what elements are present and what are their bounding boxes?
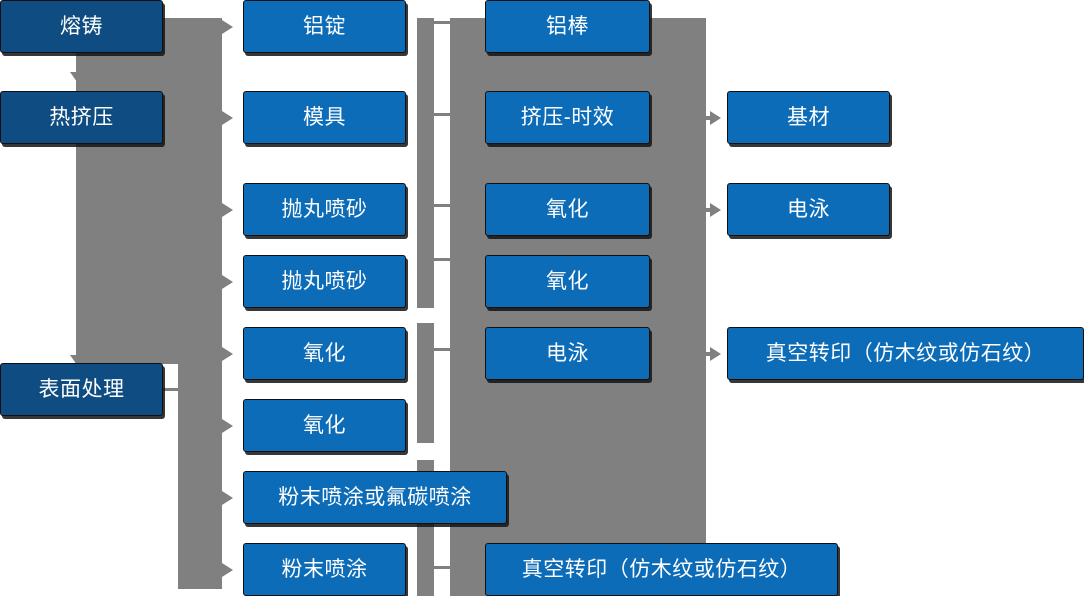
col3-electrophoresis-label: 电泳 bbox=[546, 342, 589, 365]
col2-aluminum-ingot-label: 铝锭 bbox=[303, 15, 346, 38]
col2-shot-blasting-1[interactable]: 抛丸喷砂 bbox=[243, 183, 406, 236]
connector-stub-surface-treatment bbox=[160, 388, 190, 391]
connector-bar-middle-inner bbox=[417, 18, 434, 308]
col2-oxidation-1-label: 氧化 bbox=[303, 342, 346, 365]
col3-aluminum-bar[interactable]: 铝棒 bbox=[485, 0, 650, 53]
col2-shot-blasting-2-label: 抛丸喷砂 bbox=[281, 270, 368, 293]
col3-oxidation-1-label: 氧化 bbox=[546, 198, 589, 221]
stage-hot-extrusion[interactable]: 热挤压 bbox=[0, 91, 163, 144]
col3-vacuum-transfer[interactable]: 真空转印（仿木纹或仿石纹） bbox=[485, 543, 838, 596]
arrow-right-icon-to-oxidation-2 bbox=[222, 419, 233, 433]
col3-extrusion-aging[interactable]: 挤压-时效 bbox=[485, 91, 650, 144]
col3-electrophoresis[interactable]: 电泳 bbox=[485, 327, 650, 380]
col3-oxidation-2[interactable]: 氧化 bbox=[485, 255, 650, 308]
col2-oxidation-1[interactable]: 氧化 bbox=[243, 327, 406, 380]
arrow-down-icon-melt-to-extrusion bbox=[70, 72, 84, 82]
col3-extrusion-aging-label: 挤压-时效 bbox=[520, 106, 615, 129]
col3-aluminum-bar-label: 铝棒 bbox=[546, 15, 589, 38]
connector-stub-row-2 bbox=[432, 113, 456, 116]
stage-surface-treatment[interactable]: 表面处理 bbox=[0, 363, 163, 416]
col4-electrophoresis[interactable]: 电泳 bbox=[727, 183, 890, 236]
col2-powder-or-pvdf-label: 粉末喷涂或氟碳喷涂 bbox=[278, 486, 472, 509]
arrow-right-icon-to-oxidation-1 bbox=[222, 347, 233, 361]
col4-vacuum-transfer-label: 真空转印（仿木纹或仿石纹） bbox=[765, 342, 1046, 365]
arrow-right-icon-to-base-material bbox=[710, 111, 721, 125]
col2-powder-coating-label: 粉末喷涂 bbox=[281, 558, 368, 581]
connector-band-left-wide bbox=[76, 18, 178, 364]
arrow-tail-to-base-material bbox=[703, 116, 712, 120]
col3-vacuum-transfer-label: 真空转印（仿木纹或仿石纹） bbox=[521, 558, 802, 581]
col2-powder-coating[interactable]: 粉末喷涂 bbox=[243, 543, 406, 596]
col2-mold-label: 模具 bbox=[303, 106, 346, 129]
connector-stub-row-1 bbox=[432, 21, 456, 24]
col2-shot-blasting-2[interactable]: 抛丸喷砂 bbox=[243, 255, 406, 308]
col2-oxidation-2[interactable]: 氧化 bbox=[243, 399, 406, 452]
arrow-tail-to-electrophoresis-out bbox=[703, 208, 712, 212]
col3-oxidation-2-label: 氧化 bbox=[546, 270, 589, 293]
arrow-right-icon-to-aluminum-ingot bbox=[222, 20, 233, 34]
arrow-right-icon-to-powder-or-pvdf bbox=[222, 491, 233, 505]
arrow-right-icon-to-shot-blasting-2 bbox=[222, 275, 233, 289]
arrow-right-icon-to-shot-blasting-1 bbox=[222, 203, 233, 217]
connector-stub-row-5 bbox=[432, 348, 456, 351]
stage-melt-cast-label: 熔铸 bbox=[60, 15, 103, 38]
arrow-right-icon-to-mold bbox=[222, 111, 233, 125]
col4-electrophoresis-label: 电泳 bbox=[787, 198, 830, 221]
connector-stub-row-6 bbox=[432, 566, 456, 569]
stage-hot-extrusion-label: 热挤压 bbox=[49, 106, 114, 129]
connector-band-left-lower bbox=[178, 364, 222, 589]
arrow-right-icon-to-powder-coating bbox=[222, 563, 233, 577]
connector-stub-row-4 bbox=[432, 258, 456, 261]
col2-shot-blasting-1-label: 抛丸喷砂 bbox=[281, 198, 368, 221]
arrow-down-icon-extrusion-to-surface bbox=[70, 355, 84, 365]
col2-mold[interactable]: 模具 bbox=[243, 91, 406, 144]
col4-vacuum-transfer[interactable]: 真空转印（仿木纹或仿石纹） bbox=[727, 327, 1084, 380]
col2-oxidation-2-label: 氧化 bbox=[303, 414, 346, 437]
connector-stub-row-3 bbox=[432, 204, 456, 207]
col2-aluminum-ingot[interactable]: 铝锭 bbox=[243, 0, 406, 53]
arrow-right-icon-to-electrophoresis-out bbox=[710, 203, 721, 217]
col2-powder-or-pvdf[interactable]: 粉末喷涂或氟碳喷涂 bbox=[243, 471, 507, 524]
stage-surface-treatment-label: 表面处理 bbox=[38, 378, 125, 401]
col3-oxidation-1[interactable]: 氧化 bbox=[485, 183, 650, 236]
connector-bar-middle-inner-lower bbox=[417, 323, 434, 443]
col4-base-material[interactable]: 基材 bbox=[727, 91, 890, 144]
stage-melt-cast[interactable]: 熔铸 bbox=[0, 0, 163, 53]
arrow-right-icon-to-vacuum-transfer-out bbox=[710, 347, 721, 361]
col4-base-material-label: 基材 bbox=[787, 106, 830, 129]
arrow-tail-to-vacuum-transfer-out bbox=[703, 352, 712, 356]
